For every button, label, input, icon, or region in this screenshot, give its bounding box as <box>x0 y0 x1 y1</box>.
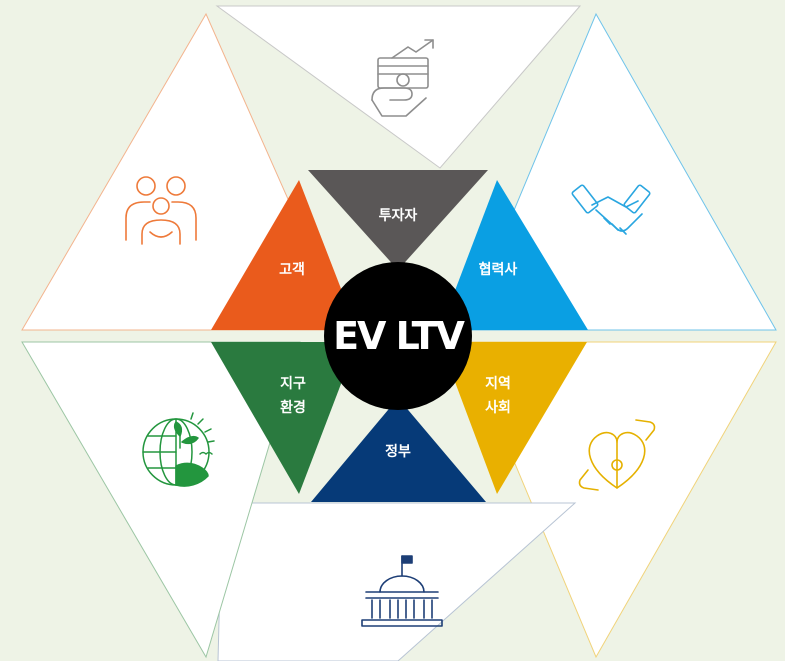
label-government: 정부 <box>385 443 411 460</box>
heart-puzzle-hands-icon <box>578 419 656 491</box>
money-growth-icon <box>371 39 434 117</box>
outer-triangle-bottom-left <box>21 341 301 659</box>
outer-triangle-bottom-right <box>463 341 777 659</box>
center-title: EV LTV <box>333 314 465 358</box>
earth-plant-icon <box>142 412 215 487</box>
label-community-line1: 지역 <box>485 375 511 392</box>
center-circle <box>324 262 472 410</box>
segment-community <box>440 342 587 494</box>
label-customer: 고객 <box>279 261 305 278</box>
label-partner: 협력사 <box>479 262 518 278</box>
segment-investor <box>308 170 488 270</box>
label-environment-line2: 환경 <box>280 399 306 416</box>
segment-partner <box>440 180 588 330</box>
outer-triangle-bottom <box>217 502 577 661</box>
label-investor: 투자자 <box>379 208 418 224</box>
label-community-line2: 사회 <box>485 400 511 416</box>
handshake-icon <box>571 184 651 235</box>
government-building-icon <box>361 555 443 627</box>
segment-government <box>311 398 486 502</box>
family-icon <box>125 176 197 245</box>
segment-customer <box>211 180 357 330</box>
inner-triangles <box>211 170 588 502</box>
outer-triangle-top-right <box>463 12 777 331</box>
outer-triangle-top <box>215 5 582 169</box>
segment-environment <box>211 342 357 494</box>
label-environment-line1: 지구 <box>280 376 306 392</box>
